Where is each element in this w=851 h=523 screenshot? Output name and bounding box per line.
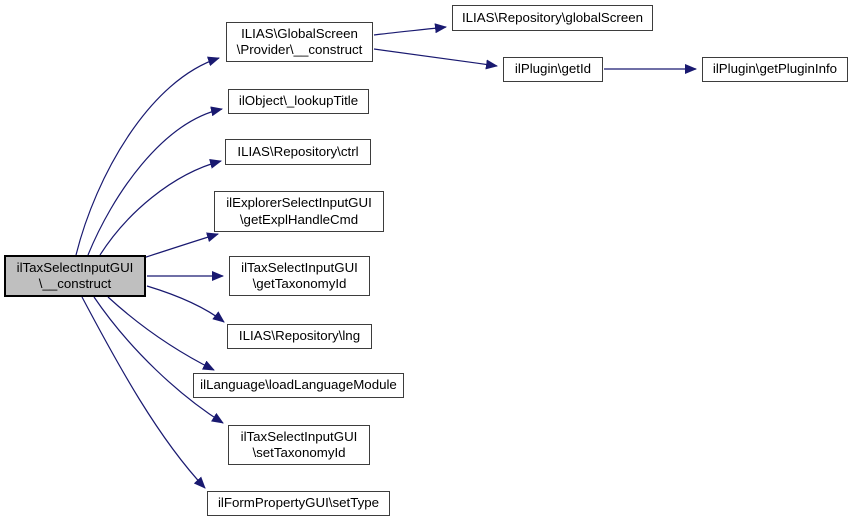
node-iltaxselectinputgui-settaxonomyid[interactable]: ilTaxSelectInputGUI \setTaxonomyId	[228, 425, 370, 465]
node-ilobject-lookuptitle[interactable]: ilObject\_lookupTitle	[228, 89, 369, 114]
edge-provider-construct-to-global-screen	[373, 23, 447, 36]
edge-main-to-set-type	[81, 296, 206, 489]
node-ilias-globalscreen-provider-construct[interactable]: ILIAS\GlobalScreen \Provider\__construct	[226, 22, 373, 62]
edge-provider-construct-to-get-id	[373, 48, 498, 70]
edge-main-to-lookup-title	[87, 106, 223, 256]
node-ilias-repository-globalscreen[interactable]: ILIAS\Repository\globalScreen	[452, 5, 653, 31]
edge-main-to-lng	[146, 285, 225, 323]
node-ilformpropertygui-settype[interactable]: ilFormPropertyGUI\setType	[207, 491, 390, 516]
node-illanguage-loadlanguagemodule[interactable]: ilLanguage\loadLanguageModule	[193, 373, 404, 398]
node-ilplugin-getid[interactable]: ilPlugin\getId	[503, 57, 603, 82]
edge-main-to-load-language-module	[107, 296, 215, 371]
node-iltaxselectinputgui-gettaxonomyid[interactable]: ilTaxSelectInputGUI \getTaxonomyId	[229, 256, 370, 296]
edge-main-to-ctrl	[99, 158, 222, 256]
edge-main-to-expl-handle-cmd	[139, 232, 219, 260]
edge-main-to-provider-construct	[75, 56, 220, 256]
edge-main-to-set-taxonomy-id	[93, 296, 224, 424]
node-ilplugin-getplugininfo[interactable]: ilPlugin\getPluginInfo	[702, 57, 848, 82]
node-ilexplorerselectinputgui-getexplhandlecmd[interactable]: ilExplorerSelectInputGUI \getExplHandleC…	[214, 191, 384, 232]
node-ilias-repository-ctrl[interactable]: ILIAS\Repository\ctrl	[225, 139, 371, 165]
node-iltaxselectinputgui-construct: ilTaxSelectInputGUI \__construct	[4, 255, 146, 297]
node-ilias-repository-lng[interactable]: ILIAS\Repository\lng	[227, 324, 372, 349]
